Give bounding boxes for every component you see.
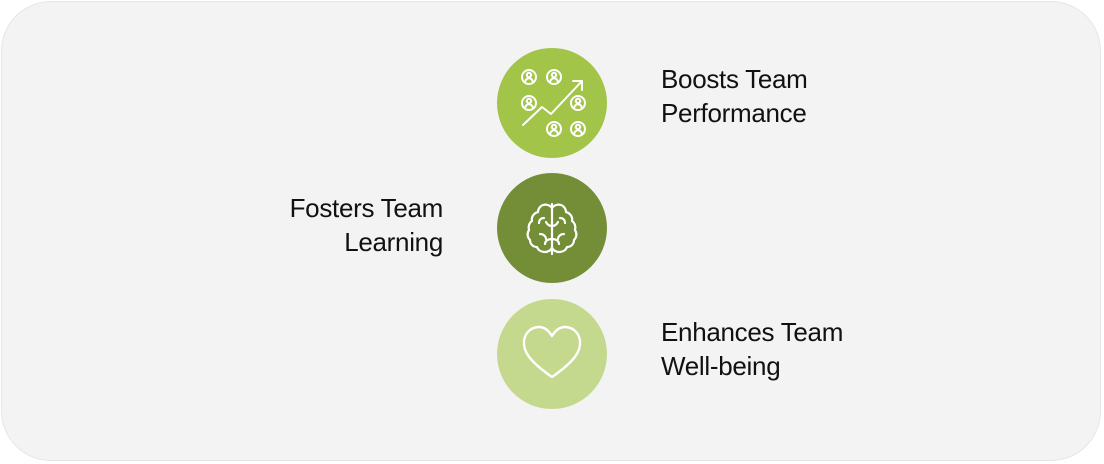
label-boosts-team-performance: Boosts Team Performance <box>661 62 808 130</box>
label-line: Learning <box>344 227 443 257</box>
label-fosters-team-learning: Fosters Team Learning <box>289 191 444 259</box>
brain-icon <box>526 202 578 256</box>
label-line: Boosts Team <box>661 64 808 94</box>
label-line: Enhances Team <box>661 317 844 347</box>
team-growth-icon <box>521 69 586 137</box>
label-line: Well-being <box>661 351 781 381</box>
team-wellbeing-circle <box>497 299 607 409</box>
team-performance-circle <box>497 48 607 158</box>
team-learning-circle <box>497 173 607 283</box>
label-line: Fosters Team <box>289 193 444 223</box>
heart-icon <box>522 325 582 379</box>
label-enhances-team-wellbeing: Enhances Team Well-being <box>661 315 843 383</box>
label-line: Performance <box>661 98 807 128</box>
